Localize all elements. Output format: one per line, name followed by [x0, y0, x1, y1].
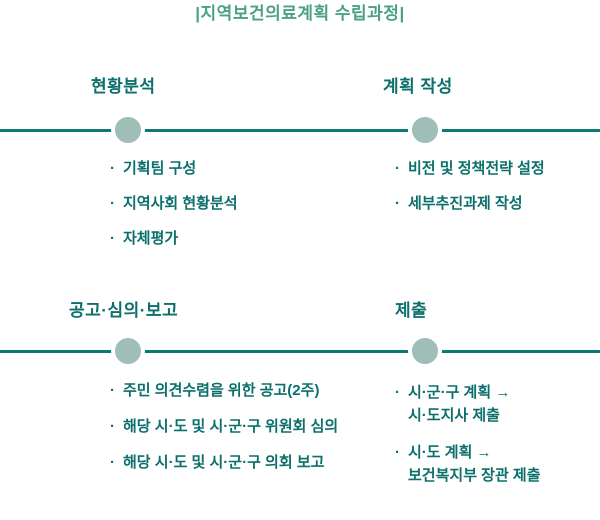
- bullet-icon: ·: [110, 418, 115, 435]
- section-list-plan-writing: · 비전 및 정책전략 설정 · 세부추진과제 작성: [395, 159, 545, 229]
- timeline-row-top: [0, 129, 600, 132]
- section-title-submission: 제출: [395, 301, 428, 320]
- list-item: · 지역사회 현황분석: [110, 194, 238, 214]
- list-item: · 해당 시·도 및 시·군·구 위원회 심의: [110, 417, 338, 437]
- bullet-icon: ·: [110, 195, 115, 212]
- list-item-text: 해당 시·도 및 시·군·구 의회 보고: [123, 454, 325, 471]
- timeline-node-plan-writing: [408, 113, 442, 147]
- list-item-text: 주민 의견수렴을 위한 공고(2주): [123, 382, 320, 399]
- bullet-icon: ·: [395, 444, 400, 461]
- section-list-status-analysis: · 기획팀 구성 · 지역사회 현황분석 · 자체평가: [110, 159, 238, 264]
- bullet-icon: ·: [110, 160, 115, 177]
- list-item: · 주민 의견수렴을 위한 공고(2주): [110, 381, 338, 401]
- bullet-icon: ·: [110, 382, 115, 399]
- list-item: · 해당 시·도 및 시·군·구 의회 보고: [110, 453, 338, 473]
- list-item-text: 지역사회 현황분석: [123, 195, 238, 212]
- list-item-text: 시·군·구 계획 → 시·도지사 제출: [408, 381, 510, 427]
- list-item: · 시·군·구 계획 → 시·도지사 제출: [395, 381, 541, 427]
- list-item: · 자체평가: [110, 229, 238, 249]
- list-item-line: 시·도지사 제출: [408, 407, 500, 424]
- bullet-icon: ·: [110, 230, 115, 247]
- list-item-text: 자체평가: [123, 230, 179, 247]
- list-item-text: 기획팀 구성: [123, 160, 197, 177]
- list-item: · 비전 및 정책전략 설정: [395, 159, 545, 179]
- section-title-announce-review-report: 공고·심의·보고: [69, 301, 179, 320]
- bullet-icon: ·: [110, 454, 115, 471]
- list-item-line: 시·도 계획 →: [408, 444, 492, 461]
- list-item-text: 세부추진과제 작성: [408, 195, 523, 212]
- list-item: · 세부추진과제 작성: [395, 194, 545, 214]
- bullet-icon: ·: [395, 384, 400, 401]
- bullet-icon: ·: [395, 160, 400, 177]
- section-title-status-analysis: 현황분석: [91, 77, 156, 96]
- timeline-node-status-analysis: [111, 113, 145, 147]
- list-item-text: 시·도 계획 → 보건복지부 장관 제출: [408, 441, 541, 487]
- timeline-node-submission: [408, 334, 442, 368]
- list-item-line: 보건복지부 장관 제출: [408, 467, 541, 484]
- list-item: · 기획팀 구성: [110, 159, 238, 179]
- list-item-text: 비전 및 정책전략 설정: [408, 160, 545, 177]
- list-item-text: 해당 시·도 및 시·군·구 위원회 심의: [123, 418, 339, 435]
- list-item: · 시·도 계획 → 보건복지부 장관 제출: [395, 441, 541, 487]
- timeline-node-announce-review-report: [111, 334, 145, 368]
- section-list-announce-review-report: · 주민 의견수렴을 위한 공고(2주) · 해당 시·도 및 시·군·구 위원…: [110, 381, 338, 489]
- list-item-line: 시·군·구 계획 →: [408, 384, 511, 401]
- section-title-plan-writing: 계획 작성: [383, 77, 453, 96]
- section-list-submission: · 시·군·구 계획 → 시·도지사 제출 · 시·도 계획 → 보건복지부 장…: [395, 381, 541, 501]
- timeline-row-bottom: [0, 350, 600, 353]
- bullet-icon: ·: [395, 195, 400, 212]
- page-title: |지역보건의료계획 수립과정|: [195, 4, 405, 23]
